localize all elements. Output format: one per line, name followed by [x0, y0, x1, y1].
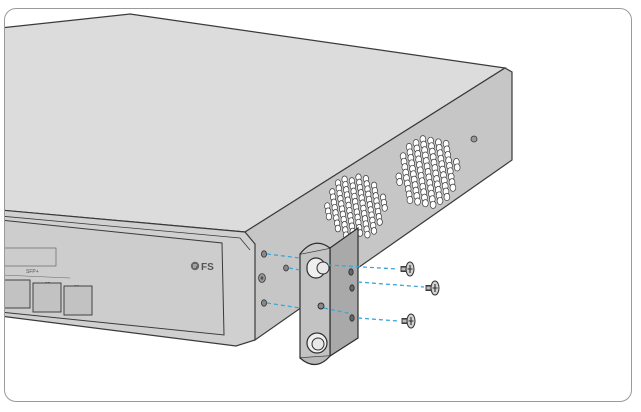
sfp-port-1: [5, 279, 31, 309]
sfp-port-2: [32, 282, 62, 313]
vent-hole: [325, 212, 332, 221]
side-vent-front: [395, 135, 461, 209]
vent-hole: [381, 204, 388, 212]
vent-hole: [334, 224, 341, 233]
side-screw-hole: [470, 135, 478, 143]
alignment-guide-lines: [266, 253, 425, 322]
vent-hole: [370, 227, 378, 235]
vent-hole: [414, 197, 421, 206]
vent-hole: [443, 193, 451, 201]
screw-icon: [400, 261, 415, 277]
vent-hole: [364, 230, 371, 239]
vent-hole: [376, 218, 383, 226]
vent-hole: [396, 178, 403, 186]
screw-icon: [401, 313, 416, 329]
port-group-label: SFP+: [26, 269, 39, 275]
vent-hole: [406, 196, 414, 204]
vent-hole: [422, 199, 429, 208]
sfp-port-3: [63, 285, 93, 316]
vent-hole: [453, 163, 461, 172]
vent-hole: [449, 183, 457, 192]
vent-hole: [429, 200, 437, 209]
screw-icon: [425, 280, 440, 296]
mount-hole-3: [283, 264, 289, 272]
vent-hole: [436, 196, 444, 205]
brand-logo-text: FS: [201, 262, 214, 273]
fs-logo-icon: FS: [190, 261, 214, 273]
mounting-bracket-icon: [299, 226, 359, 366]
sfp-port-group: SFP+ 27 28: [5, 247, 93, 316]
mount-hole-4: [260, 299, 267, 307]
mount-hole-1: [260, 250, 267, 258]
